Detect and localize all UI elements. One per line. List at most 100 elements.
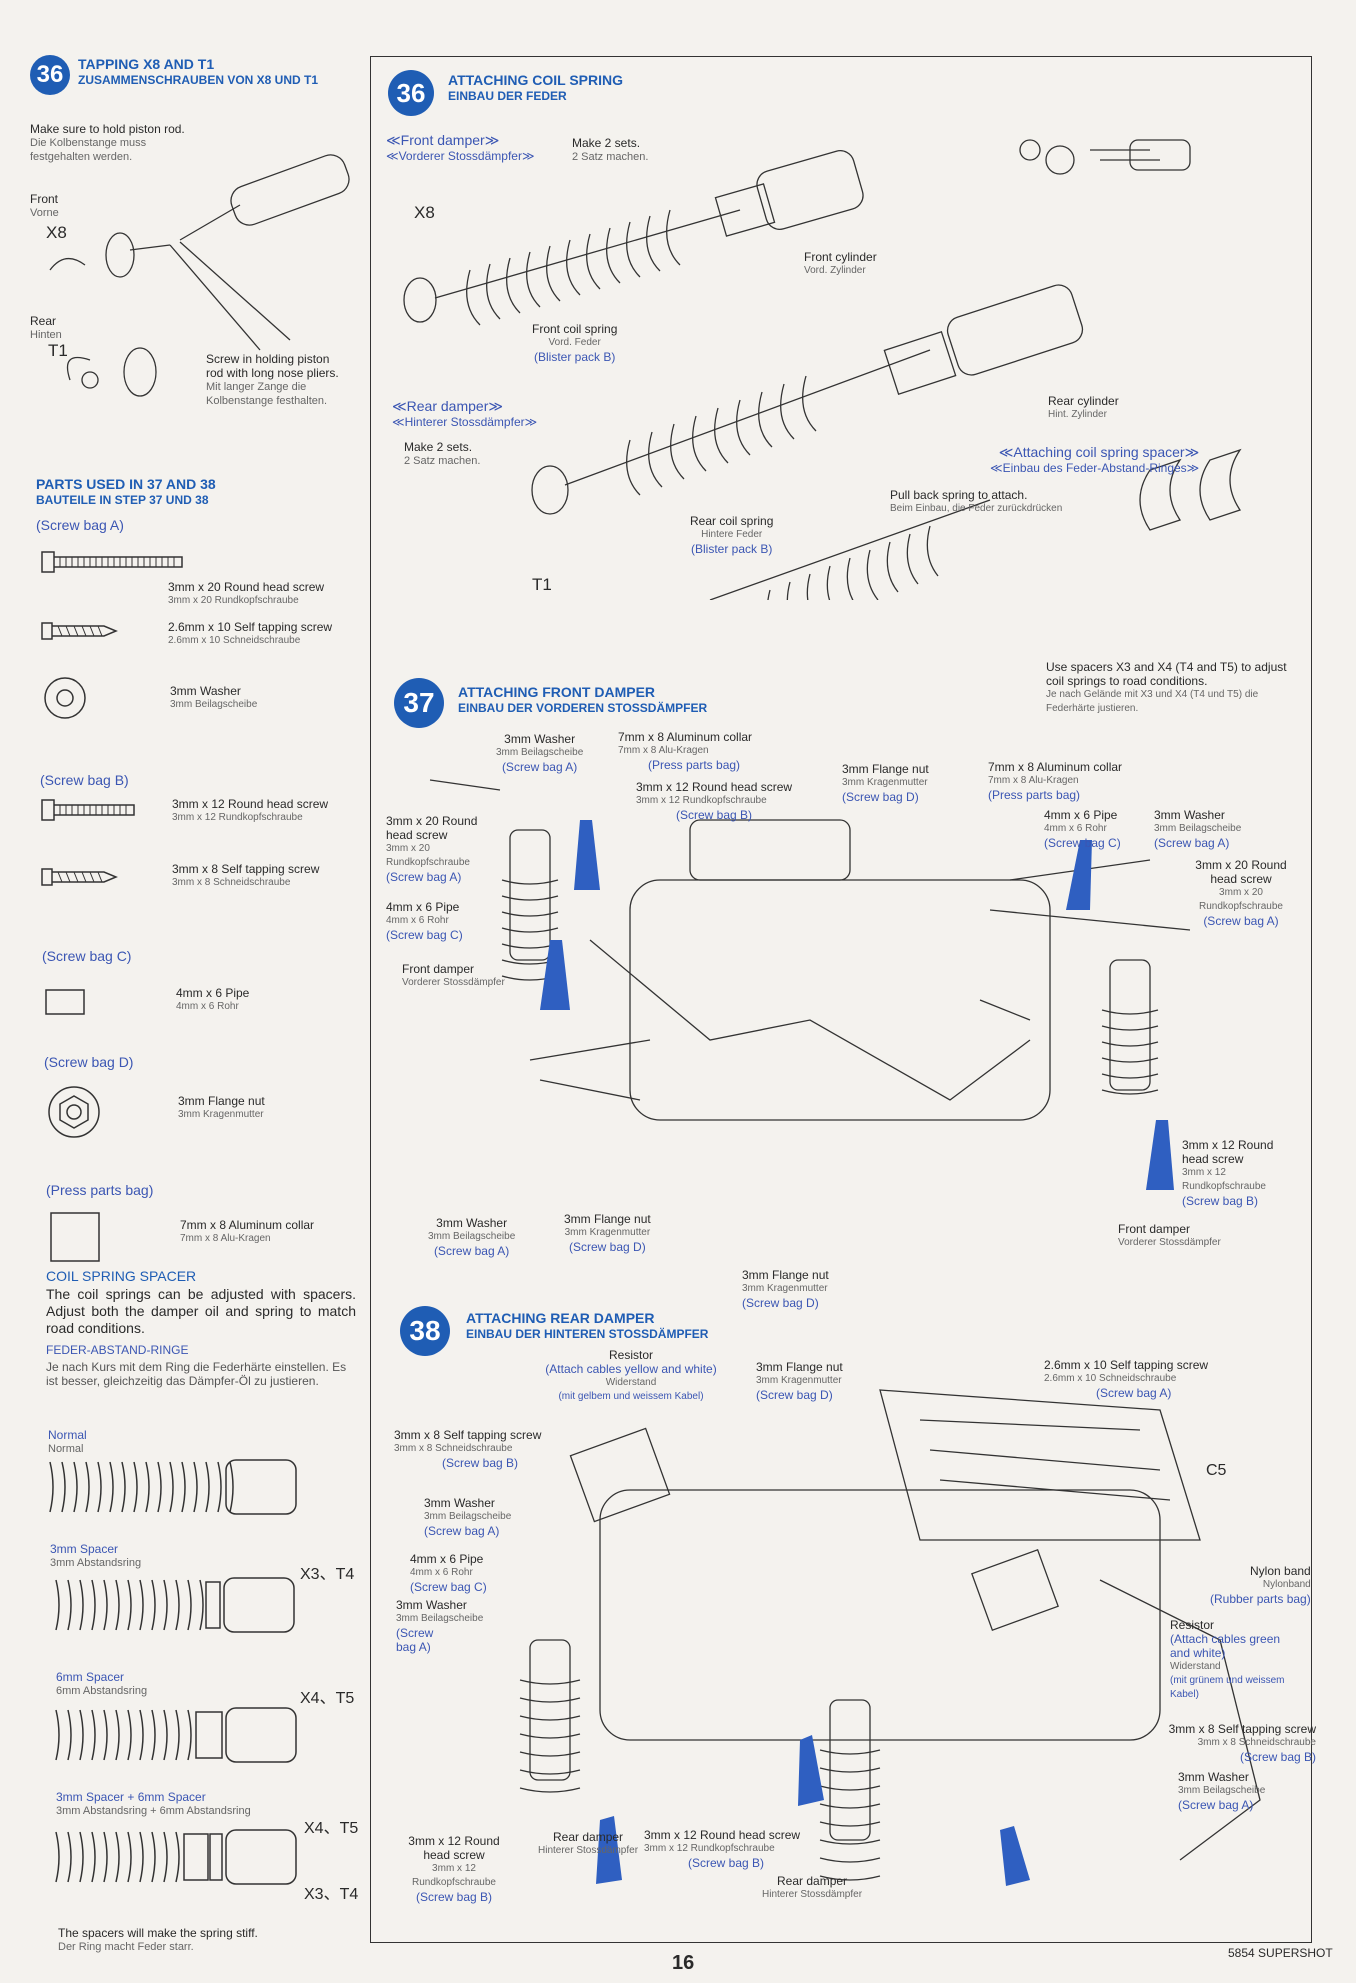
step36-left-title: TAPPING X8 AND T1 ZUSAMMENSCHRAUBEN VON … — [78, 56, 368, 88]
spacer36-en: 3mm Spacer + 6mm Spacer — [56, 1790, 206, 1804]
part-b2-en: 3mm x 8 Self tapping screw — [172, 862, 320, 876]
rear-damper-de: ≪Hinterer Stossdämpfer≫ — [392, 415, 538, 429]
make-two-rear: Make 2 sets.2 Satz machen. — [404, 440, 480, 468]
rear-en: Rear — [30, 314, 57, 328]
step38-title: ATTACHING REAR DAMPER EINBAU DER HINTERE… — [466, 1310, 708, 1342]
front-de: Vorne — [30, 207, 59, 219]
f-collar-de: 7mm x 8 Alu-Kragen — [618, 745, 709, 756]
spacer-attach-de: ≪Einbau des Feder-Abstand-Ringes≫ — [990, 461, 1200, 475]
hold-note-en: Make sure to hold piston rod. — [30, 122, 185, 136]
r-st8-de: 3mm x 8 Schneidschraube — [394, 1443, 513, 1454]
t1-label: T1 — [532, 575, 552, 594]
rear-damper-en: ≪Rear damper≫ — [392, 398, 504, 414]
r-res2-en: Resistor — [1170, 1618, 1215, 1632]
make2b-en: Make 2 sets. — [404, 440, 473, 454]
washer-icon — [44, 677, 86, 719]
f-collar-en: 7mm x 8 Aluminum collar — [618, 730, 753, 744]
f-flange3-bag: (Screw bag D) — [742, 1296, 819, 1310]
aluminum-collar-icon — [50, 1212, 100, 1262]
r-resistor-note: (Attach cables yellow and white) — [545, 1362, 717, 1376]
f-washer-en: 3mm Washer — [504, 732, 576, 746]
step36-title-en: ATTACHING COIL SPRING — [448, 72, 623, 88]
front-spring-bag: (Blister pack B) — [534, 350, 616, 364]
f-pipe-en: 4mm x 6 Pipe — [386, 900, 460, 914]
r-washer3-en: 3mm Washer — [1178, 1770, 1249, 1784]
r-flange-en: 3mm Flange nut — [756, 1360, 843, 1374]
f-flange-bag: (Screw bag D) — [842, 790, 919, 804]
r-washer-en: 3mm Washer — [424, 1496, 495, 1510]
r-rh12-de: 3mm x 12 Rundkopfschraube — [412, 1863, 496, 1888]
t1-part-label: T1 — [48, 341, 68, 360]
f-rh12-en: 3mm x 12 Round head screw — [636, 780, 793, 794]
f-flange-de: 3mm Kragenmutter — [842, 777, 928, 788]
f-collar2-en: 7mm x 8 Aluminum collar — [988, 760, 1123, 774]
step38-title-en: ATTACHING REAR DAMPER — [466, 1310, 655, 1326]
screw-bag-c-label: (Screw bag C) — [42, 948, 132, 964]
part-a2-de: 2.6mm x 10 Schneidschraube — [168, 635, 301, 646]
x8-part-label: X8 — [46, 223, 67, 242]
r-resistor-note-de: (mit gelbem und weissem Kabel) — [558, 1391, 704, 1402]
r-damper-en: Rear damper — [553, 1830, 624, 1844]
spring-spacer3-drawing — [55, 1577, 295, 1633]
spring-spacer6-drawing — [55, 1707, 297, 1763]
press-parts-bag-label: (Press parts bag) — [46, 1182, 154, 1198]
make2-de: 2 Satz machen. — [572, 151, 649, 163]
f-flange2-bag: (Screw bag D) — [569, 1240, 646, 1254]
rear-damper-heading: ≪Rear damper≫ ≪Hinterer Stossdämpfer≫ — [392, 398, 537, 429]
r-resistor-label: Resistor(Attach cables yellow and white)… — [526, 1348, 736, 1404]
r-flange-de: 3mm Kragenmutter — [756, 1375, 842, 1386]
step-badge-38: 38 — [400, 1306, 450, 1356]
c5-label: C5 — [1206, 1462, 1227, 1479]
tapping-illustration — [49, 154, 350, 397]
r-resistor-de: Widerstand — [605, 1377, 657, 1388]
front-label: Front Vorne — [30, 192, 59, 220]
part-a1-de: 3mm x 20 Rundkopfschraube — [168, 595, 299, 606]
r-st26-en: 2.6mm x 10 Self tapping screw — [1044, 1358, 1209, 1372]
r-damper2-en: Rear damper — [777, 1874, 848, 1888]
r-resistor-en: Resistor — [608, 1348, 653, 1362]
page-number: 16 — [672, 1952, 695, 1974]
step-badge-37: 37 — [394, 678, 444, 728]
self-tapping-screw-icon — [41, 622, 118, 640]
product-code: 5854 SUPERSHOT — [1228, 1946, 1333, 1960]
r-resistor2-label: Resistor(Attach cables green and white)W… — [1170, 1618, 1300, 1702]
r-pipe-en: 4mm x 6 Pipe — [410, 1552, 484, 1566]
normal-de: Normal — [48, 1443, 84, 1455]
x8-label: X8 — [414, 203, 435, 222]
screw-bag-a-label: (Screw bag A) — [36, 517, 124, 533]
front-cyl-en: Front cylinder — [804, 250, 877, 264]
r-nylon-en: Nylon band — [1250, 1564, 1311, 1578]
r-st8b-bag: (Screw bag B) — [1239, 1750, 1316, 1764]
make-two-front: Make 2 sets.2 Satz machen. — [572, 136, 648, 164]
r-st26-bag: (Screw bag A) — [1096, 1386, 1172, 1400]
use-en: Use spacers X3 and X4 (T4 and T5) to adj… — [1046, 660, 1287, 688]
spring-spacer36-drawing — [55, 1829, 297, 1885]
pull-back-note: Pull back spring to attach.Beim Einbau, … — [890, 488, 1062, 516]
make2-en: Make 2 sets. — [572, 136, 641, 150]
r-damper-de: Hinterer Stossdämpfer — [538, 1845, 639, 1856]
rear-spring-bag: (Blister pack B) — [691, 542, 773, 556]
step38-title-de: EINBAU DER HINTEREN STOSSDÄMPFER — [466, 1327, 709, 1341]
r-res2-note: (Attach cables green and white) — [1170, 1632, 1281, 1660]
pipe-icon — [45, 989, 85, 1015]
flange-nut-icon — [48, 1086, 100, 1138]
f-rh20-bag: (Screw bag A) — [386, 870, 462, 884]
step36-title-de: EINBAU DER FEDER — [448, 89, 567, 103]
r-washer2-en: 3mm Washer — [396, 1598, 467, 1612]
